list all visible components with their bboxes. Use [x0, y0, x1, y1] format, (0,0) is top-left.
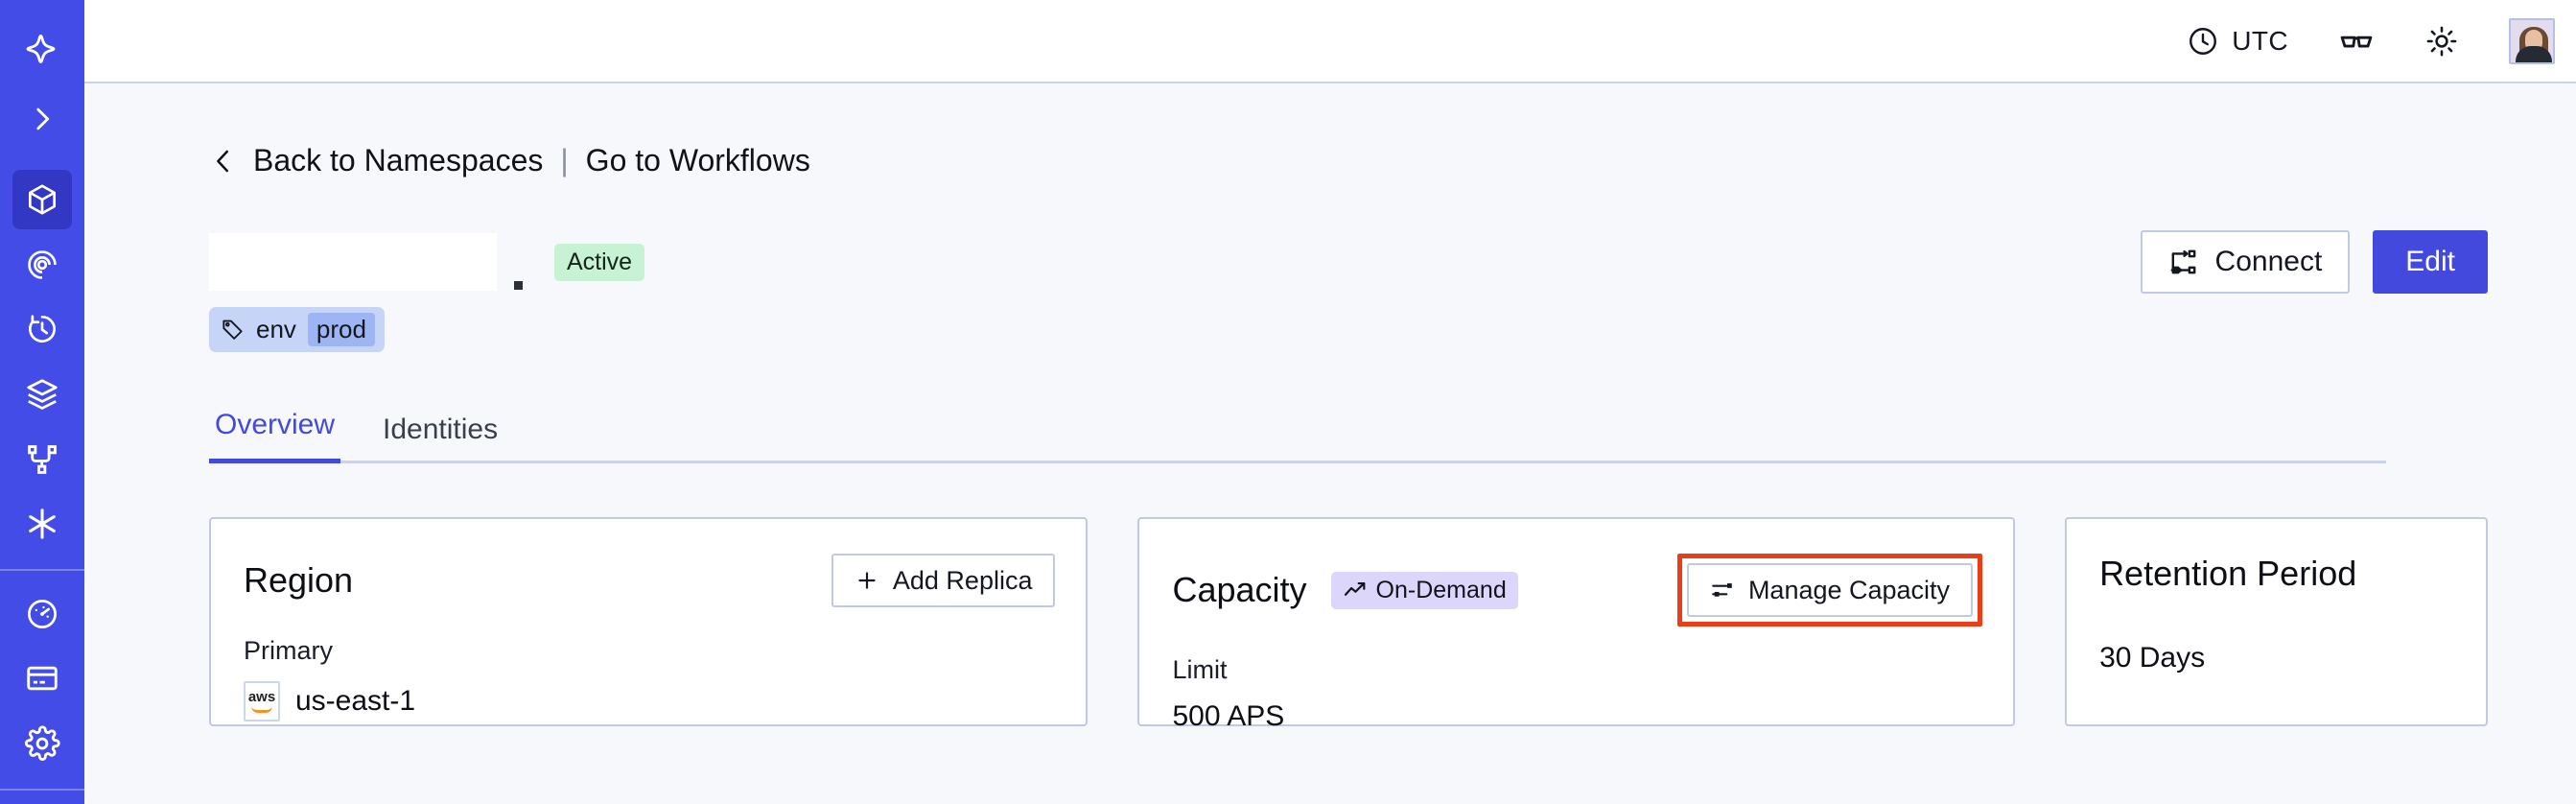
sidebar-item-settings[interactable] — [12, 714, 72, 773]
connect-icon — [2168, 247, 2199, 277]
temporal-logo-icon[interactable] — [12, 19, 72, 79]
manage-capacity-label: Manage Capacity — [1747, 575, 1951, 604]
title-dot — [514, 281, 523, 290]
manage-capacity-button[interactable]: Manage Capacity — [1686, 563, 1974, 617]
sliders-icon — [1710, 578, 1735, 603]
breadcrumb-back-link[interactable]: Back to Namespaces — [253, 143, 544, 177]
region-card-title: Region — [244, 560, 354, 600]
aws-logo-icon: aws — [244, 681, 280, 721]
avatar-face — [2525, 29, 2542, 51]
add-replica-button[interactable]: Add Replica — [831, 554, 1056, 607]
user-avatar[interactable] — [2509, 17, 2555, 64]
retention-card-title: Retention Period — [2099, 554, 2357, 593]
sidebar — [0, 0, 84, 804]
connect-label: Connect — [2214, 246, 2323, 277]
sidebar-divider-bottom — [0, 788, 84, 791]
plus-icon — [855, 568, 879, 593]
namespace-header: Active C — [209, 230, 2488, 294]
region-card: Region Add Replica Pr — [209, 517, 1089, 726]
edit-button[interactable]: Edit — [2373, 230, 2488, 294]
page-title — [209, 233, 497, 291]
tab-bar: Overview Identities — [209, 406, 2386, 463]
sidebar-item-usage[interactable] — [12, 584, 72, 644]
capacity-limit-label: Limit — [1172, 655, 1228, 684]
capacity-mode-label: On-Demand — [1375, 576, 1507, 603]
region-primary-label: Primary — [244, 636, 333, 665]
region-value: us-east-1 — [295, 685, 416, 717]
sidebar-item-observability[interactable] — [12, 235, 72, 295]
tab-identities[interactable]: Identities — [383, 414, 499, 445]
main-content: Back to Namespaces | Go to Workflows Act… — [84, 83, 2576, 804]
glasses-icon[interactable] — [2338, 23, 2375, 59]
breadcrumb: Back to Namespaces | Go to Workflows — [209, 143, 2488, 178]
sidebar-item-schedules[interactable] — [12, 299, 72, 359]
sidebar-item-billing[interactable] — [12, 650, 72, 709]
sidebar-item-nexus[interactable] — [12, 494, 72, 554]
status-badge: Active — [554, 243, 645, 281]
top-bar: UTC — [84, 0, 2576, 83]
tag-value: prod — [307, 313, 375, 346]
capacity-mode-badge: On-Demand — [1330, 571, 1518, 609]
sun-icon[interactable] — [2424, 24, 2459, 59]
sidebar-divider — [0, 569, 84, 572]
tab-overview[interactable]: Overview — [209, 409, 341, 463]
expand-sidebar-icon[interactable] — [12, 90, 72, 150]
timezone-selector[interactable]: UTC — [2187, 25, 2288, 58]
trending-up-icon — [1343, 578, 1368, 603]
breadcrumb-separator: | — [560, 143, 569, 177]
main-region: UTC — [84, 0, 2576, 804]
connect-button[interactable]: Connect — [2140, 230, 2351, 294]
breadcrumb-workflows-link[interactable]: Go to Workflows — [585, 143, 810, 177]
tag-list: env prod — [209, 307, 2488, 352]
tag-key: env — [256, 315, 296, 343]
retention-value: 30 Days — [2099, 642, 2206, 674]
add-replica-label: Add Replica — [892, 565, 1033, 595]
avatar-body — [2516, 45, 2552, 62]
sidebar-item-batch-operations[interactable] — [12, 365, 72, 424]
tag-chip-env[interactable]: env prod — [209, 307, 385, 352]
edit-label: Edit — [2405, 246, 2455, 277]
timezone-label: UTC — [2232, 25, 2288, 56]
capacity-card-title: Capacity — [1172, 570, 1307, 609]
sidebar-item-namespaces[interactable] — [12, 170, 72, 229]
chevron-left-icon[interactable] — [209, 147, 238, 176]
retention-card: Retention Period 30 Days — [2065, 517, 2488, 726]
capacity-card: Capacity On-Demand — [1137, 517, 2016, 732]
clock-icon — [2187, 25, 2219, 58]
sidebar-item-workflows[interactable] — [12, 430, 72, 489]
manage-capacity-highlight: Manage Capacity — [1676, 554, 1983, 627]
overview-cards: Region Add Replica Pr — [209, 517, 2488, 732]
tag-icon — [221, 318, 245, 342]
capacity-limit-value: 500 APS — [1172, 700, 1285, 732]
